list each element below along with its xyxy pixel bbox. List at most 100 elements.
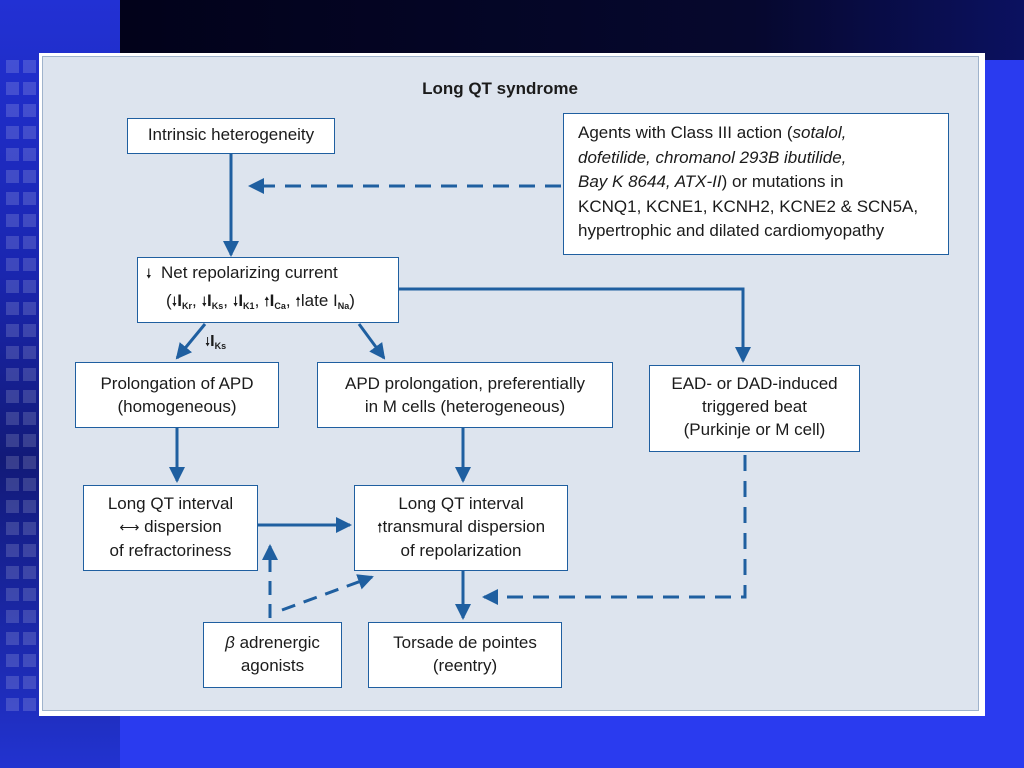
beta-line1: adrenergic — [239, 633, 320, 652]
lqt-right-line1: Long QT interval — [398, 494, 524, 513]
background-tile — [23, 478, 36, 491]
background-tile — [23, 412, 36, 425]
background-tile — [23, 434, 36, 447]
arrow-net-to-ead — [399, 287, 751, 363]
node-intrinsic-label: Intrinsic heterogeneity — [147, 125, 315, 144]
node-torsade-de-pointes: Torsade de pointes (reentry) — [368, 622, 562, 688]
background-tile — [6, 500, 19, 513]
background-tile — [23, 148, 36, 161]
background-tile — [23, 654, 36, 667]
agents-line4: KCNQ1, KCNE1, KCNH2, KCNE2 & SCN5A, — [578, 196, 919, 216]
background-tile — [23, 390, 36, 403]
background-tile — [23, 236, 36, 249]
agents-line3-suffix: ) or mutations in — [721, 172, 844, 191]
iks-name: I — [210, 333, 215, 350]
background-tile — [23, 368, 36, 381]
current-kr: 🠗IKr — [171, 291, 192, 311]
background-tile — [6, 280, 19, 293]
background-tile — [23, 82, 36, 95]
agents-line2: dofetilide, chromanol 293B ibutilide, — [578, 147, 847, 167]
down-arrow-icon: 🠗 — [232, 294, 239, 309]
background-tile — [6, 126, 19, 139]
background-tile — [23, 346, 36, 359]
background-tile — [6, 390, 19, 403]
node-apd-prolongation-heterogeneous: APD prolongation, preferentially in M ce… — [317, 362, 613, 428]
background-tile — [6, 82, 19, 95]
background-tile — [23, 544, 36, 557]
background-tile — [23, 324, 36, 337]
node-beta-adrenergic-agonists: β adrenergic agonists — [203, 622, 342, 688]
background-tile — [6, 346, 19, 359]
agents-line5: hypertrophic and dilated cardiomyopathy — [578, 221, 885, 240]
background-tile — [6, 324, 19, 337]
background-tile — [23, 566, 36, 579]
background-tile — [6, 258, 19, 271]
prolong-homo-line1: Prolongation of APD — [100, 374, 254, 393]
current-ca: 🠕ICa — [264, 291, 286, 311]
background-tile — [6, 456, 19, 469]
background-top-band — [120, 0, 1024, 60]
background-tile — [6, 522, 19, 535]
background-tile — [6, 676, 19, 689]
background-tile — [23, 258, 36, 271]
node-prolongation-homogeneous: Prolongation of APD (homogeneous) — [75, 362, 279, 428]
down-arrow-icon: 🠗 — [146, 266, 152, 281]
background-tile — [23, 214, 36, 227]
node-long-qt-dispersion-refractoriness: Long QT interval ⟷ dispersion of refract… — [83, 485, 258, 571]
background-tile — [23, 192, 36, 205]
up-arrow-icon: 🠕 — [295, 294, 301, 309]
arrow-net-to-prolong-hetero — [357, 323, 386, 360]
node-net-repolarizing-current: 🠗 Net repolarizing current (🠗IKr, 🠗IKs, … — [137, 257, 399, 323]
down-arrow-icon: 🠗 — [205, 335, 211, 349]
up-arrow-icon: 🠕 — [264, 294, 270, 309]
background-tile — [6, 192, 19, 205]
down-arrow-icon: 🠗 — [171, 294, 178, 309]
agents-line1-prefix: Agents with Class III action ( — [578, 123, 793, 142]
background-tile — [6, 60, 19, 73]
background-tile — [23, 302, 36, 315]
double-arrow-icon: ⟷ — [119, 519, 140, 535]
background-tile — [23, 522, 36, 535]
current-na: 🠕late INa — [295, 291, 350, 311]
background-tile — [23, 60, 36, 73]
net-current-label: Net repolarizing current — [161, 263, 338, 282]
arrow-net-to-prolong-homo — [175, 323, 207, 360]
background-tile — [23, 610, 36, 623]
arrow-ead-to-torsade — [482, 455, 747, 605]
background-tile — [6, 478, 19, 491]
diagram-title: Long QT syndrome — [422, 79, 578, 98]
background-tile — [6, 588, 19, 601]
lqt-right-line2: transmural dispersion — [382, 517, 546, 536]
background-tile — [23, 500, 36, 513]
background-tile — [6, 236, 19, 249]
agents-line3-italic: Bay K 8644, ATX-II — [578, 172, 722, 191]
background-tile — [6, 412, 19, 425]
torsade-line1: Torsade de pointes — [393, 633, 537, 652]
iks-label: 🠗IKs — [205, 333, 226, 354]
background-tile — [6, 566, 19, 579]
background-tile — [6, 654, 19, 667]
background-tile — [23, 676, 36, 689]
prolong-homo-line2: (homogeneous) — [117, 397, 237, 416]
lqt-left-line1: Long QT interval — [107, 494, 234, 513]
up-arrow-icon: 🠕 — [376, 520, 383, 535]
iks-sub: Ks — [214, 341, 227, 351]
lqt-left-line2: dispersion — [144, 517, 222, 536]
background-tile — [6, 368, 19, 381]
background-tile — [23, 588, 36, 601]
background-tile — [6, 170, 19, 183]
background-tile — [6, 610, 19, 623]
net-current-components: (🠗IKr, 🠗IKs, 🠗IK1, 🠕ICa, 🠕late INa) — [166, 291, 355, 311]
agents-line1-italic: sotalol, — [792, 123, 847, 142]
background-tile — [23, 698, 36, 711]
torsade-line2: (reentry) — [432, 656, 498, 675]
background-tile — [6, 214, 19, 227]
node-class-iii-agents: Agents with Class III action (sotalol, d… — [563, 113, 949, 255]
prolong-hetero-line2: in M cells (heterogeneous) — [364, 397, 566, 416]
ead-line2: triggered beat — [702, 397, 807, 416]
background-tile — [23, 170, 36, 183]
background-tile — [6, 544, 19, 557]
background-tile — [6, 104, 19, 117]
ead-line3: (Purkinje or M cell) — [683, 420, 826, 439]
